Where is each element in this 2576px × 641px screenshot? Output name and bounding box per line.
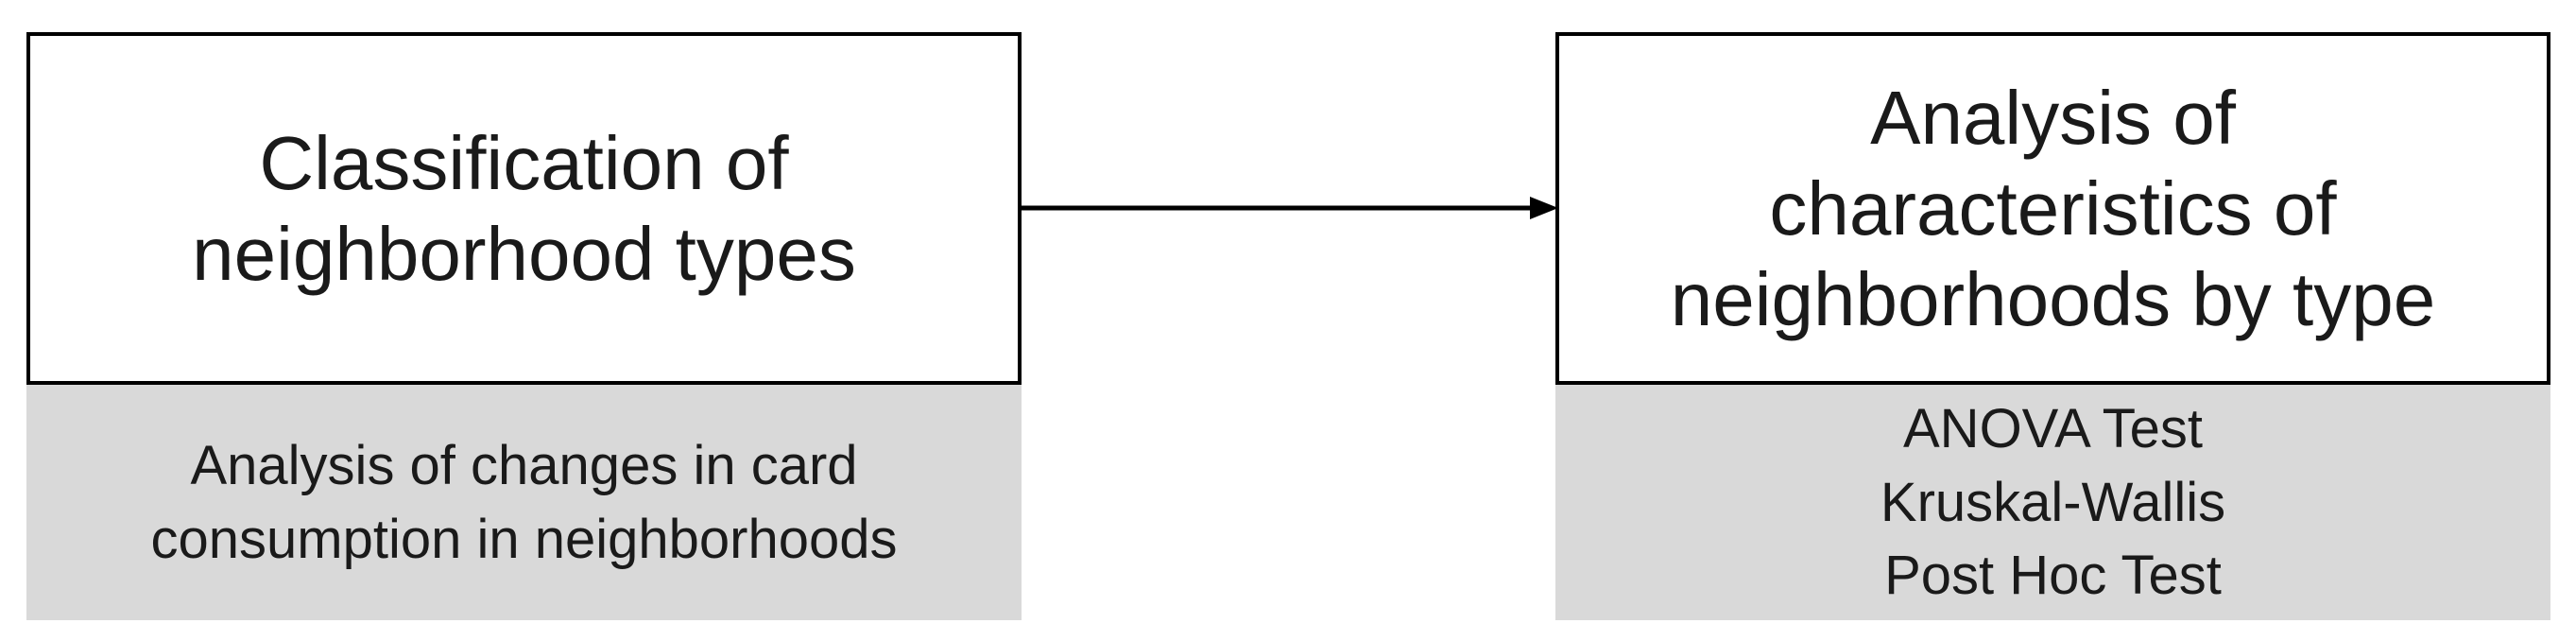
classification-title: Classification of neighborhood types (192, 120, 856, 296)
analysis-title: Analysis of characteristics of neighborh… (1670, 75, 2436, 341)
analysis-method-panel: ANOVA Test Kruskal-Wallis Post Hoc Test (1555, 385, 2550, 620)
flow-arrowhead (1530, 197, 1558, 219)
classification-box: Classification of neighborhood types (26, 32, 1022, 385)
classification-method-panel: Analysis of changes in card consumption … (26, 385, 1022, 620)
classification-method-label: Analysis of changes in card consumption … (150, 434, 898, 570)
flow-arrow (1022, 197, 1558, 219)
analysis-method-label: ANOVA Test Kruskal-Wallis Post Hoc Test (1880, 397, 2226, 607)
analysis-box: Analysis of characteristics of neighborh… (1555, 32, 2550, 385)
